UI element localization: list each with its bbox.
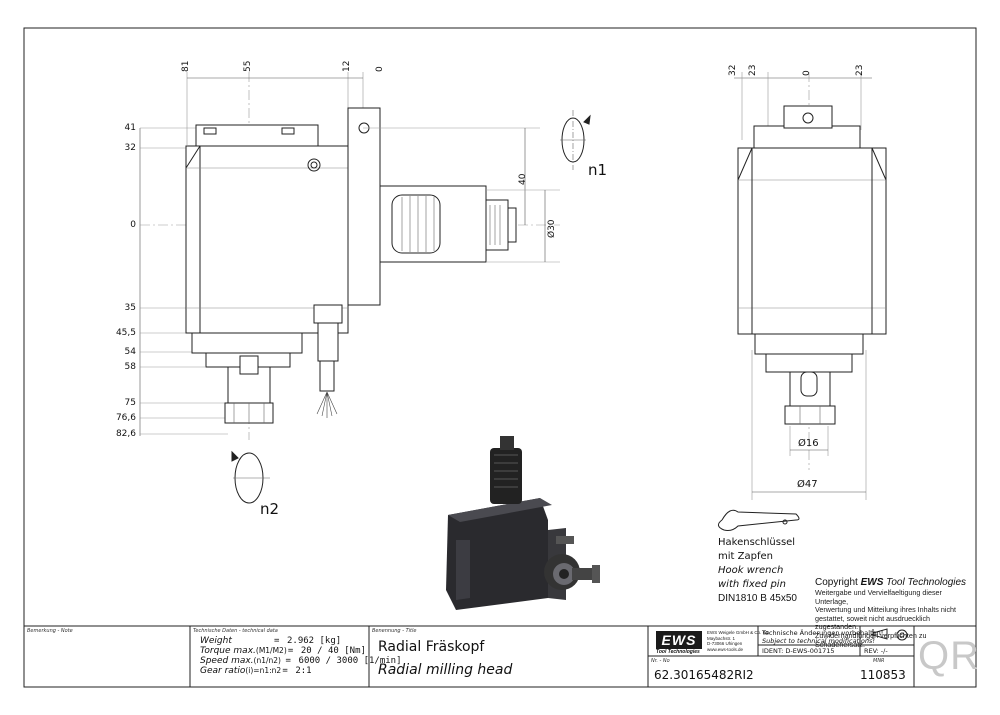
copyright-suffix: Tool Technologies [886, 577, 967, 588]
weight-row: Weight = 2.962 [kg] [200, 636, 341, 647]
copyright-line-2: Verwertung und Mitteilung ihres Inhalts … [815, 605, 957, 615]
mnr-caption: MNR [873, 658, 885, 664]
ews-logo: EWS [656, 631, 702, 649]
ident-number: IDENT: D-EWS-001715 [762, 647, 835, 655]
ratio-eq: = [282, 666, 288, 676]
torque-sub: (M1/M2) [255, 646, 287, 655]
ratio-label: Gear ratio [200, 666, 246, 676]
dim-0-left: 0 [130, 220, 136, 230]
title-caption: Benennung - Title [372, 628, 417, 634]
number-caption: Nr. - No [651, 658, 670, 664]
wrench-note-en-2: with fixed pin [718, 579, 786, 590]
side-view [734, 72, 887, 500]
wrench-note-en-1: Hook wrench [718, 565, 784, 576]
dim-0-top: 0 [375, 66, 385, 72]
speed-eq: = [285, 656, 291, 666]
change-note-de: Technische Änderungen vorbehalten! [762, 629, 884, 637]
ews-logo-subtitle: Tool Technologies [656, 649, 700, 655]
rotation-n1-label: n1 [588, 161, 608, 179]
change-note-en: Subject to technical modifications! [762, 637, 875, 645]
side-dim-0: 0 [802, 70, 812, 76]
title-block-lines [24, 625, 976, 687]
company-street: Maybachstr. 1 [707, 635, 736, 641]
copyright-title: Copyright EWS Tool Technologies [815, 577, 975, 589]
dim-55: 55 [243, 60, 253, 72]
mnr-number: 110853 [860, 668, 906, 682]
title-english: Radial milling head [378, 662, 513, 678]
dim-76-6: 76,6 [115, 413, 136, 423]
speed-row: Speed max.(n1/n2) = 6000 / 3000 [1/min] [200, 656, 402, 667]
dim-82-6: 82,6 [115, 429, 136, 439]
ratio-row: Gear ratio(i)=n1:n2= 2:1 [200, 666, 312, 677]
torque-row: Torque max.(M1/M2)= 20 / 40 [Nm] [200, 646, 366, 657]
torque-eq: = [287, 646, 294, 656]
title-german: Radial Fräskopf [378, 639, 485, 655]
weight-eq: = [274, 636, 280, 646]
dim-40: 40 [518, 173, 528, 185]
copyright-brand: EWS [860, 577, 884, 588]
wrench-note-de-2: mit Zapfen [718, 551, 773, 562]
dim-58: 58 [124, 362, 136, 372]
part-number: 62.30165482RI2 [654, 668, 754, 682]
dim-32: 32 [124, 143, 136, 153]
note-caption: Bemerkung - Note [27, 628, 73, 634]
copyright-line-1: Weitergabe und Vervielfaeltigung dieser … [815, 588, 942, 606]
copyright-line-3: gestattet, soweit nicht ausdruecklich zu… [815, 613, 931, 632]
side-dim-32: 32 [728, 64, 738, 76]
wrench-note-din: DIN1810 B 45x50 [718, 593, 797, 604]
side-dim-23-left: 23 [748, 64, 758, 76]
speed-label: Speed max. [200, 656, 254, 666]
torque-label: Torque max. [200, 646, 256, 656]
dim-54: 54 [124, 347, 136, 357]
side-dim-dia-16: Ø16 [798, 438, 819, 449]
copyright-line-4: Zuwiderhandlungen verpflichten zu Schade… [815, 630, 927, 649]
drawing-frame [23, 27, 977, 688]
dim-75: 75 [124, 398, 136, 408]
torque-value: 20 / 40 [Nm] [300, 646, 366, 656]
company-web: www.ews-tools.de [707, 646, 744, 652]
weight-value: 2.962 [kg] [287, 636, 342, 646]
speed-sub: (n1/n2) [253, 656, 281, 665]
ews-address: EWS Weigele GmbH & Co. KG Maybachstr. 1 … [707, 630, 769, 652]
company-name: EWS Weigele GmbH & Co. KG [707, 630, 770, 635]
company-city: D-73066 Uhingen [707, 641, 743, 646]
hook-wrench-note: Hakenschlüssel mit Zapfen Hook wrench wi… [718, 536, 797, 606]
dim-81: 81 [181, 60, 191, 72]
dim-dia-30: Ø30 [547, 219, 557, 238]
side-dim-dia-47: Ø47 [797, 479, 818, 490]
ratio-value: 2:1 [295, 666, 312, 676]
hook-wrench-sketch [718, 509, 800, 531]
dim-45-5: 45,5 [115, 328, 136, 338]
rotation-n2-label: n2 [260, 500, 280, 518]
dim-12: 12 [342, 60, 352, 72]
front-view [139, 72, 591, 504]
revision: REV: -/- [864, 647, 888, 655]
copyright-block: Copyright EWS Tool Technologies Weiterga… [815, 577, 975, 649]
side-dim-23-right: 23 [855, 64, 865, 76]
tech-data-caption: Technische Daten - technical data [193, 628, 278, 634]
dim-35: 35 [124, 303, 136, 313]
isometric-render [446, 436, 600, 610]
wrench-note-de-1: Hakenschlüssel [718, 537, 796, 548]
ratio-sub: (i)=n1:n2 [245, 666, 282, 675]
dim-41: 41 [124, 123, 136, 133]
weight-label: Weight [200, 636, 232, 646]
qr-placeholder: QR [918, 634, 980, 678]
speed-value: 6000 / 3000 [1/min] [298, 656, 402, 666]
copyright-prefix: Copyright [815, 577, 858, 588]
